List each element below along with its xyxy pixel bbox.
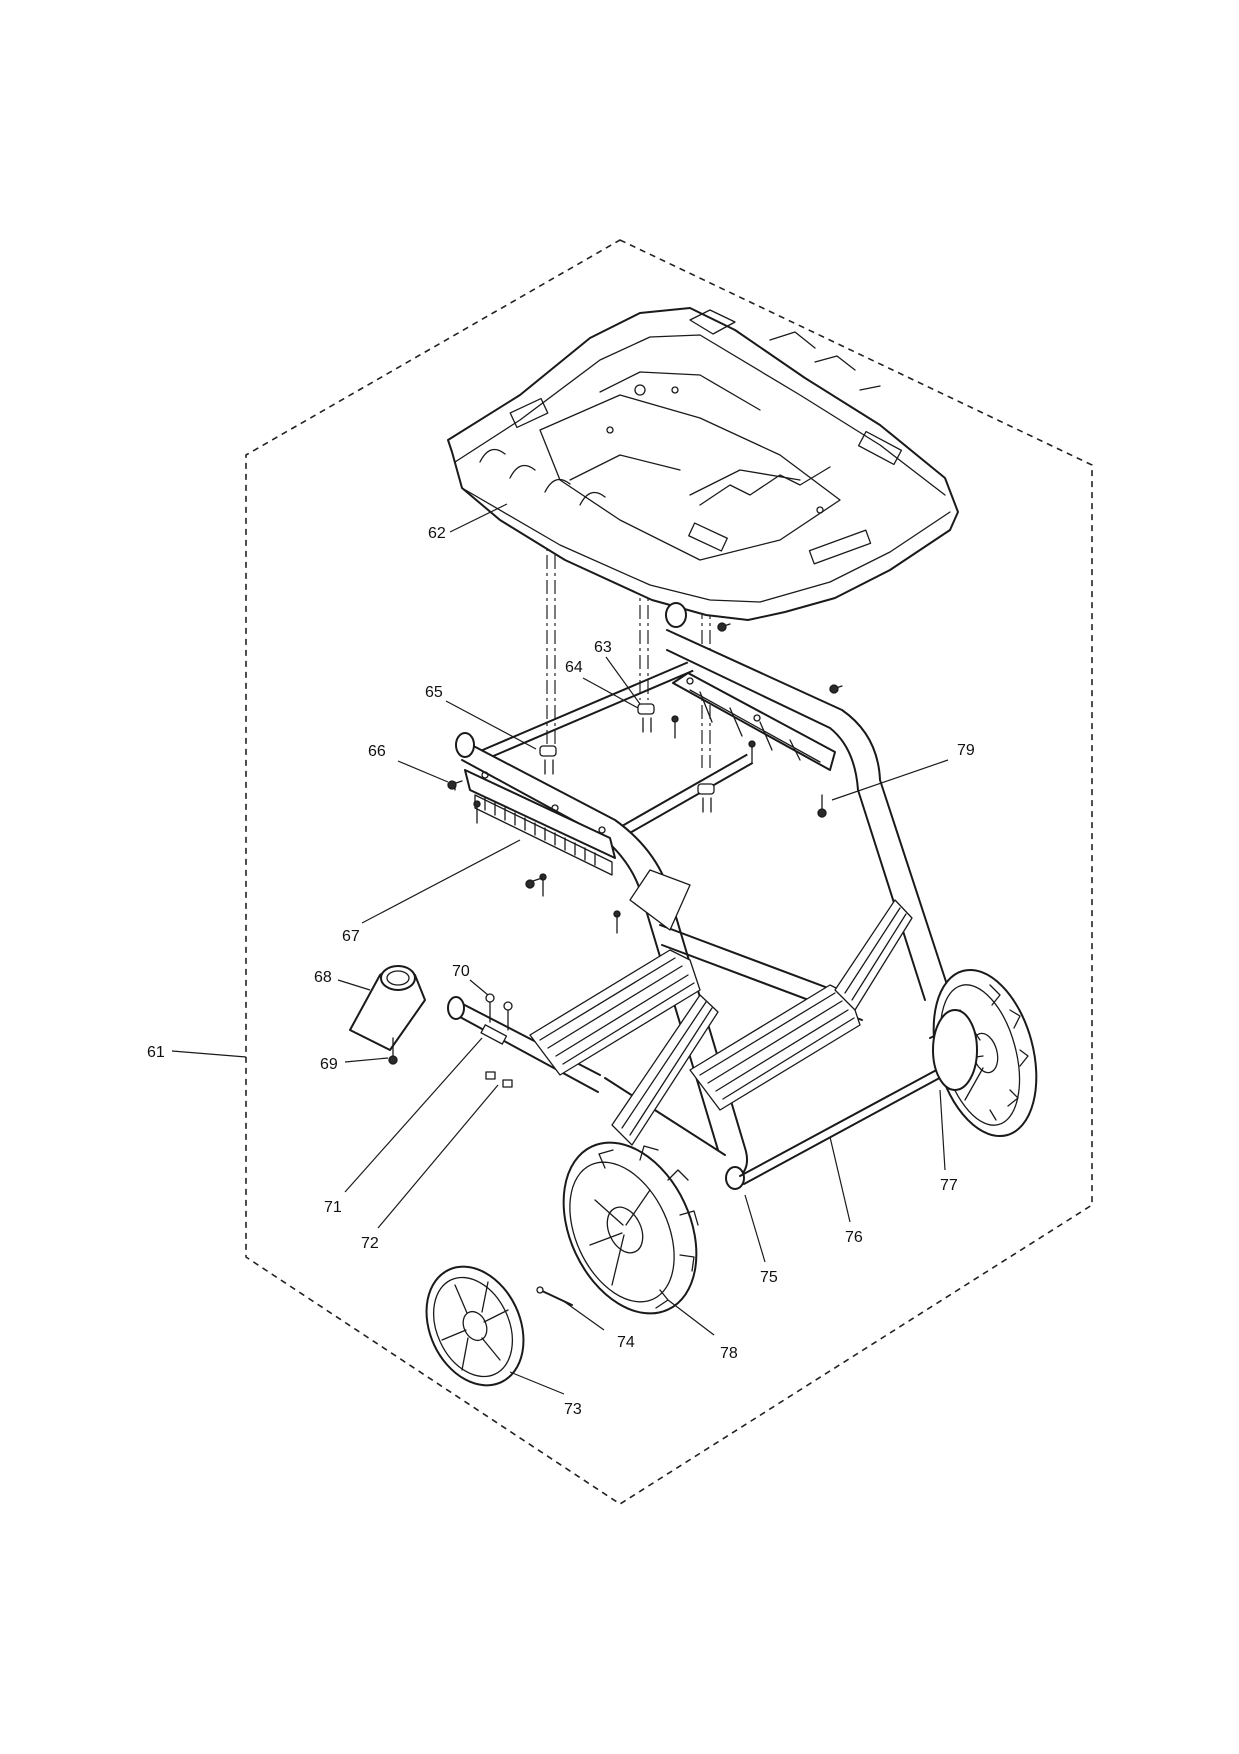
callout-74: 74: [617, 1334, 635, 1351]
callout-73: 73: [564, 1401, 582, 1418]
leader-lines: [171, 503, 949, 1395]
callout-76: 76: [845, 1229, 863, 1246]
callout-77: 77: [940, 1177, 958, 1194]
step-plates-part: [529, 869, 913, 1146]
callout-71: 71: [324, 1199, 342, 1216]
top-tray-part: [447, 307, 959, 621]
front-wheel-part: [562, 1141, 699, 1315]
right-bracket-part: [672, 672, 836, 771]
callout-64: 64: [565, 659, 583, 676]
hubcap-part: [425, 1265, 525, 1387]
callout-62: 62: [428, 525, 446, 542]
callout-69: 69: [320, 1056, 338, 1073]
screw-parts: [447, 622, 843, 934]
callout-65: 65: [425, 684, 443, 701]
rear-right-wheel-part: [932, 968, 1038, 1138]
callout-72: 72: [361, 1235, 379, 1252]
callout-79: 79: [957, 742, 975, 759]
foot-part: [349, 965, 513, 1088]
callout-78: 78: [720, 1345, 738, 1362]
callout-67: 67: [342, 928, 360, 945]
assembly-boundary: [245, 239, 1093, 1505]
axle-pin-part: [536, 1286, 573, 1306]
callout-63: 63: [594, 639, 612, 656]
callout-61: 61: [147, 1044, 165, 1061]
callout-66: 66: [368, 743, 386, 760]
callout-68: 68: [314, 969, 332, 986]
callout-labels: 61 62 63 64 65 66 67 68 69 70 71 72 73 7…: [147, 525, 975, 1418]
callout-75: 75: [760, 1269, 778, 1286]
callout-70: 70: [452, 963, 470, 980]
clip-parts: [539, 703, 715, 813]
